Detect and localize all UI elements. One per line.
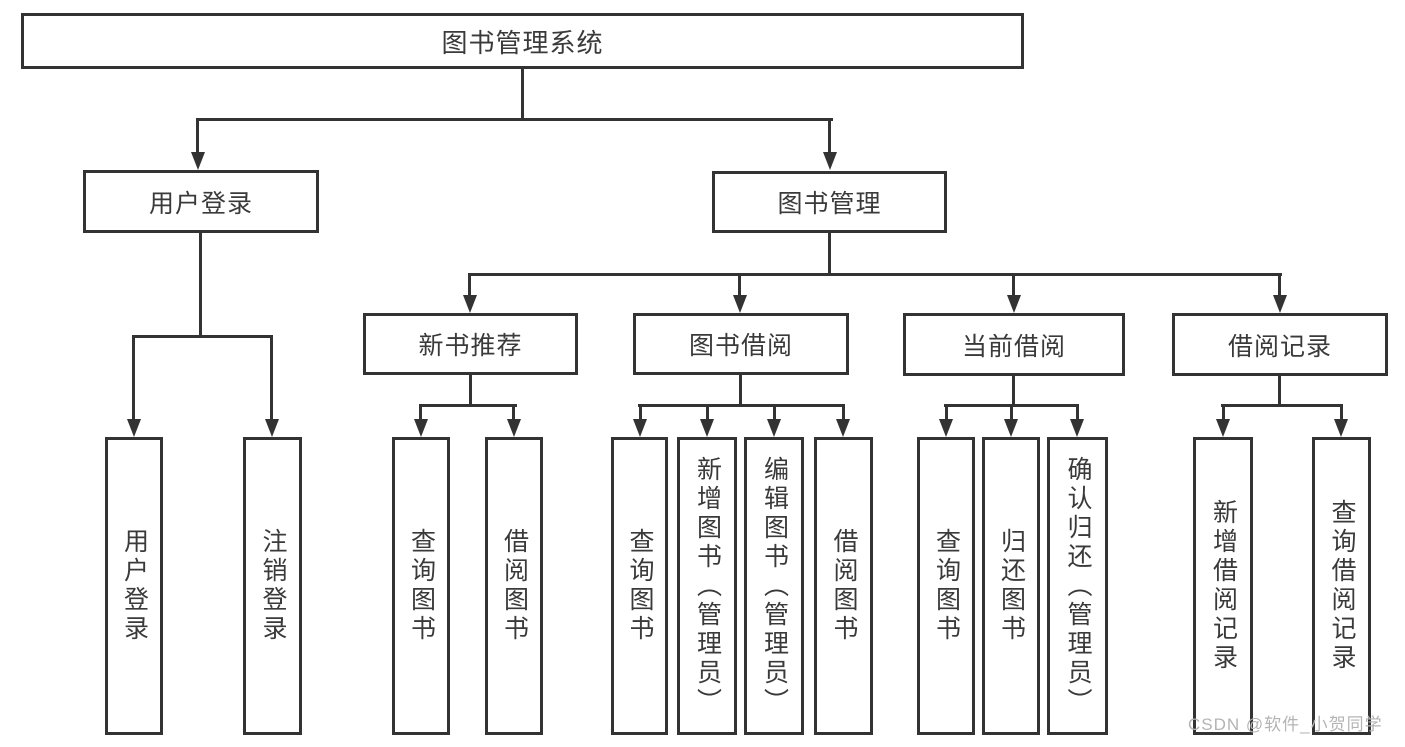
arrow-down-icon (463, 295, 477, 313)
node-book-borrow: 图书借阅 (633, 313, 849, 375)
connector-arrow-shaft (1278, 273, 1281, 297)
connector-arrow-shaft (1340, 404, 1343, 421)
connector-arrow-shaft (1012, 273, 1015, 297)
node-label: 新书推荐 (418, 332, 523, 360)
leaf-logout: 注销登录 (243, 437, 302, 735)
arrow-down-icon (1273, 295, 1287, 313)
node-label: 当前借阅 (961, 332, 1066, 361)
arrow-down-icon (633, 419, 647, 437)
leaf-borrow-books-newrec: 借阅图书 (485, 437, 543, 735)
leaf-label: 编辑图书（管理员） (760, 455, 789, 717)
connector-arrow-shaft (773, 404, 776, 421)
connector-arrow-shaft (706, 404, 709, 421)
connector-arrow-shaft (270, 335, 273, 421)
node-label: 图书管理系统 (441, 27, 604, 58)
arrow-down-icon (265, 419, 279, 437)
leaf-query-books-newrec: 查询图书 (392, 437, 450, 735)
leaf-return-books: 归还图书 (982, 437, 1040, 735)
connector-arrow-shaft (639, 404, 642, 421)
arrow-down-icon (1070, 419, 1084, 437)
leaf-label: 确认归还（管理员） (1064, 455, 1092, 717)
connector-root-stem (521, 69, 524, 118)
leaf-query-borrow-record: 查询借阅记录 (1312, 437, 1371, 735)
leaf-label: 借阅图书 (500, 528, 529, 644)
connector-arrow-shaft (468, 273, 471, 297)
arrow-down-icon (414, 419, 428, 437)
connector-arrow-shaft (132, 335, 135, 421)
leaf-label: 借阅图书 (830, 528, 858, 644)
arrow-down-icon (939, 419, 953, 437)
connector-records-rail (1221, 404, 1343, 407)
arrow-down-icon (836, 419, 850, 437)
connector-arrow-shaft (512, 404, 515, 421)
arrow-down-icon (767, 419, 781, 437)
leaf-label: 归还图书 (997, 528, 1026, 644)
leaf-confirm-return-admin: 确认归还（管理员） (1047, 437, 1108, 735)
connector-borrow-stem (739, 375, 742, 406)
connector-arrow-shaft (945, 404, 948, 421)
connector-arrow-shaft (1010, 404, 1013, 421)
arrow-down-icon (1004, 419, 1018, 437)
connector-arrow-shaft (828, 118, 831, 154)
leaf-label: 新增图书（管理员） (693, 455, 722, 717)
leaf-label: 注销登录 (259, 528, 287, 644)
connector-arrow-shaft (419, 404, 422, 421)
csdn-watermark: CSDN @软件_小贺同学 (1188, 715, 1383, 734)
connector-newrec-stem (469, 375, 472, 406)
node-current-borrow: 当前借阅 (903, 313, 1125, 376)
connector-bookmgmt-rail (468, 273, 1282, 276)
node-user-login: 用户登录 (83, 170, 319, 233)
connector-arrow-shaft (738, 273, 741, 297)
connector-bookmgmt-stem (828, 233, 831, 273)
node-label: 图书借阅 (688, 332, 793, 360)
connector-root-rail (197, 118, 833, 121)
connector-records-stem (1278, 376, 1281, 405)
arrow-down-icon (733, 295, 747, 313)
leaf-label: 用户登录 (120, 528, 149, 644)
connector-arrow-shaft (842, 404, 845, 421)
leaf-edit-books-admin: 编辑图书（管理员） (744, 437, 804, 735)
node-new-book-recommend: 新书推荐 (363, 313, 578, 375)
node-library-system: 图书管理系统 (21, 13, 1024, 69)
arrow-down-icon (507, 419, 521, 437)
leaf-label: 查询图书 (626, 528, 654, 644)
connector-arrow-shaft (196, 118, 199, 154)
connector-newrec-rail (419, 404, 517, 407)
node-label: 借阅记录 (1227, 332, 1332, 361)
connector-borrow-rail (638, 404, 845, 407)
leaf-label: 新增借阅记录 (1209, 499, 1238, 673)
leaf-add-books-admin: 新增图书（管理员） (677, 437, 737, 735)
arrow-down-icon (191, 152, 205, 170)
leaf-add-borrow-record: 新增借阅记录 (1193, 437, 1253, 735)
arrow-down-icon (127, 419, 141, 437)
leaf-borrow-books: 借阅图书 (814, 437, 873, 735)
leaf-label: 查询借阅记录 (1328, 499, 1356, 673)
arrow-down-icon (700, 419, 714, 437)
arrow-down-icon (823, 152, 837, 170)
leaf-user-login: 用户登录 (105, 437, 163, 735)
connector-arrow-shaft (1076, 404, 1079, 421)
node-borrow-records: 借阅记录 (1172, 313, 1388, 376)
connector-current-stem (1012, 376, 1015, 405)
leaf-label: 查询图书 (407, 528, 436, 644)
arrow-down-icon (1216, 419, 1230, 437)
connector-arrow-shaft (1222, 404, 1225, 421)
node-label: 用户登录 (148, 189, 253, 218)
leaf-query-books-current: 查询图书 (917, 437, 975, 735)
leaf-label: 查询图书 (932, 528, 961, 644)
leaf-query-books-borrow: 查询图书 (611, 437, 668, 735)
connector-userlogin-stem (199, 233, 202, 335)
connector-userlogin-rail (132, 335, 273, 338)
arrow-down-icon (1007, 295, 1021, 313)
node-label: 图书管理 (777, 190, 882, 218)
arrow-down-icon (1334, 419, 1348, 437)
node-book-management: 图书管理 (712, 171, 947, 233)
